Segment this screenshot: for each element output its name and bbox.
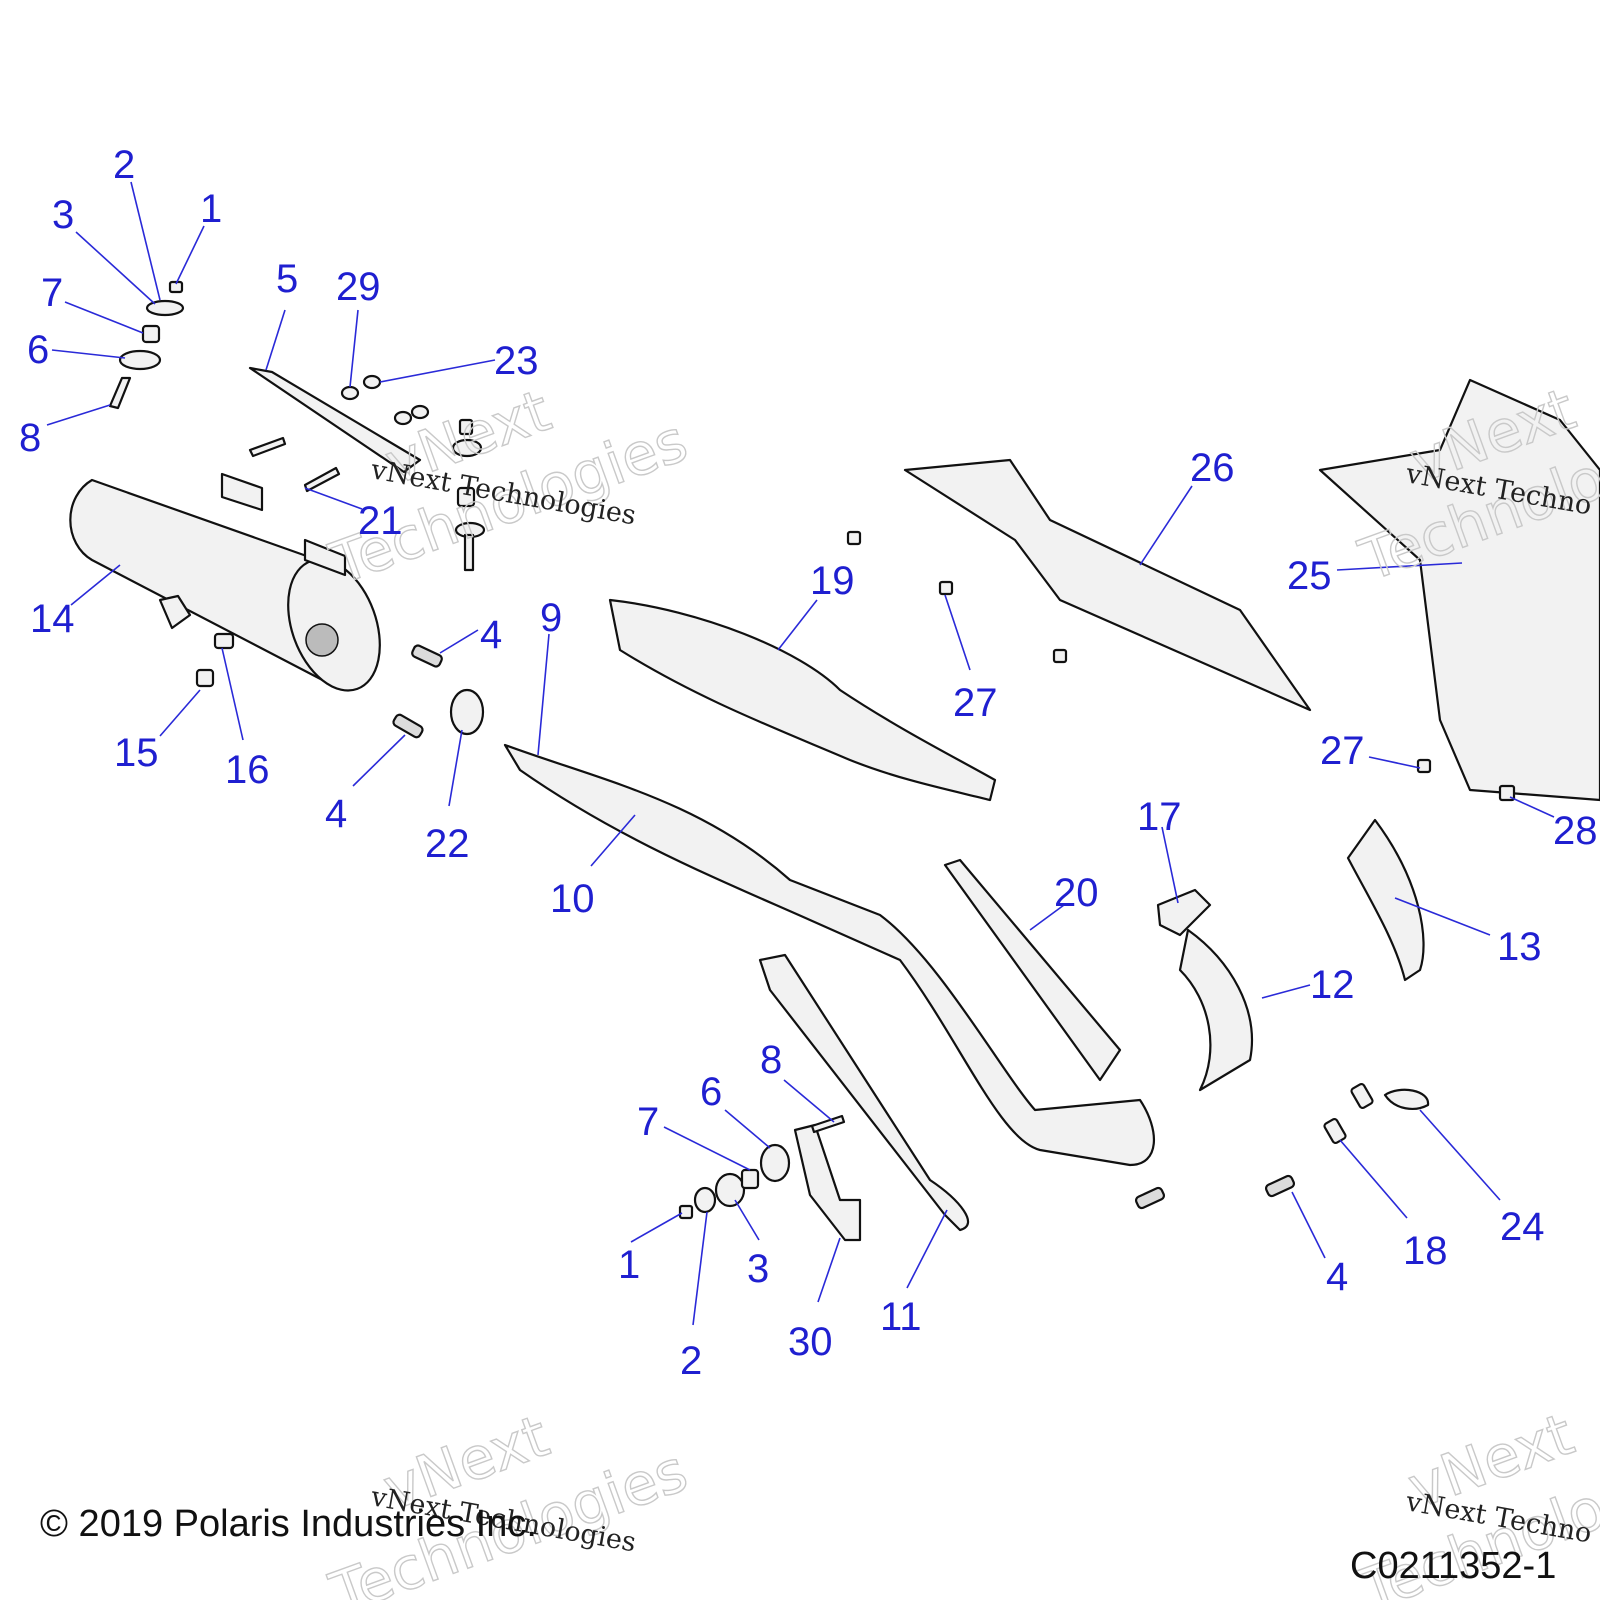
part-bracket-5: [248, 366, 422, 474]
part-heat-shield-26: [903, 458, 1312, 712]
part-heat-shield-19: [608, 598, 997, 802]
callout-28: 28: [1553, 809, 1598, 853]
callout-7: 7: [41, 271, 63, 315]
part-gasket-17: [1156, 888, 1212, 937]
part-washers-29-23: [340, 374, 430, 426]
callout-29: 29: [336, 265, 381, 309]
part-mount-stack-lower: [678, 1114, 846, 1220]
part-mount-stack-upper: [108, 280, 185, 410]
callout-5: 5: [276, 257, 298, 301]
callout-1: 1: [618, 1243, 640, 1287]
callout-14: 14: [30, 597, 75, 641]
callout-22: 22: [425, 822, 470, 866]
part-heat-shield-20: [943, 858, 1122, 1082]
callout-8: 8: [760, 1038, 782, 1082]
copyright-notice: © 2019 Polaris Industries Inc.: [40, 1503, 537, 1545]
callout-4: 4: [325, 792, 347, 836]
callout-4: 4: [480, 613, 502, 657]
drawing-number: C0211352-1: [1350, 1545, 1556, 1587]
part-tail-pipe-11: [758, 953, 970, 1232]
callout-12: 12: [1310, 963, 1355, 1007]
callout-27: 27: [1320, 729, 1365, 773]
callout-8: 8: [19, 416, 41, 460]
part-bracket-30: [793, 1123, 862, 1242]
callout-13: 13: [1497, 925, 1542, 969]
callout-20: 20: [1054, 871, 1099, 915]
callout-18: 18: [1403, 1229, 1448, 1273]
callout-10: 10: [550, 877, 595, 921]
callout-7: 7: [637, 1100, 659, 1144]
part-muffler: [69, 472, 381, 692]
callout-17: 17: [1137, 795, 1182, 839]
callout-16: 16: [225, 748, 270, 792]
callout-6: 6: [27, 328, 49, 372]
callout-3: 3: [747, 1247, 769, 1291]
callout-9: 9: [540, 596, 562, 640]
callout-2: 2: [113, 143, 135, 187]
callout-27: 27: [953, 681, 998, 725]
callout-2: 2: [680, 1339, 702, 1383]
part-head-pipe-10: [503, 743, 1156, 1167]
part-gasket-22: [449, 688, 485, 736]
callout-11: 11: [880, 1295, 922, 1339]
callout-15: 15: [114, 731, 159, 775]
part-bushing-16: [213, 632, 235, 650]
callout-4: 4: [1326, 1255, 1348, 1299]
part-bolt-15: [195, 668, 215, 688]
leader-lines: [46, 181, 1555, 1326]
callout-23: 23: [494, 339, 539, 383]
callout-21: 21: [358, 499, 403, 543]
part-bolts-21: [248, 436, 341, 493]
part-heat-shield-13: [1346, 818, 1425, 982]
callout-labels: 1 2 3 7 6 8 5 29 23 21 14 4 4 9 15 16 22…: [19, 143, 1598, 1383]
callout-19: 19: [810, 559, 855, 603]
callout-30: 30: [788, 1320, 833, 1364]
callout-25: 25: [1287, 554, 1332, 598]
part-springs-4: [392, 644, 1296, 1210]
callout-1: 1: [200, 187, 222, 231]
callout-3: 3: [52, 193, 74, 237]
callout-24: 24: [1500, 1205, 1545, 1249]
part-heat-shield-25: [1318, 378, 1600, 802]
part-isolator-stack: [451, 418, 486, 572]
callout-26: 26: [1190, 446, 1235, 490]
part-elbow-12: [1178, 928, 1253, 1092]
callout-6: 6: [700, 1070, 722, 1114]
part-bolts-18-24: [846, 530, 1516, 1145]
